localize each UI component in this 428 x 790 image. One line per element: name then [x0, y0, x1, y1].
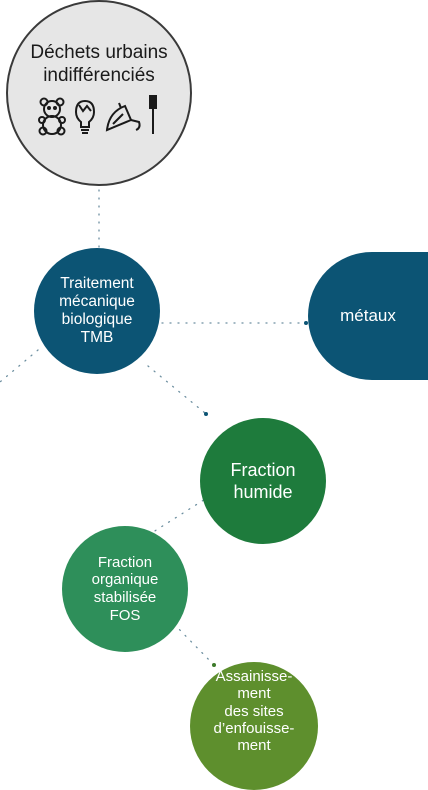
waste-icons — [37, 94, 161, 136]
connector-fos-assainissement-end-dot — [212, 663, 216, 667]
node-metaux-label: métaux — [340, 306, 396, 326]
connector-humide-fos — [149, 495, 211, 535]
teddy-bear-icon — [38, 97, 66, 136]
toothbrush-icon — [149, 94, 157, 134]
connector-tmb-metaux-end-dot — [304, 321, 308, 325]
connector-fos-assainissement — [173, 623, 214, 665]
light-bulb-icon — [74, 99, 96, 134]
node-metaux: métaux — [308, 252, 428, 380]
connector-tmb-humide-end-dot — [204, 412, 208, 416]
connector-tmb-left — [0, 349, 39, 383]
broken-umbrella-icon — [105, 102, 141, 132]
connector-tmb-humide — [147, 365, 206, 414]
